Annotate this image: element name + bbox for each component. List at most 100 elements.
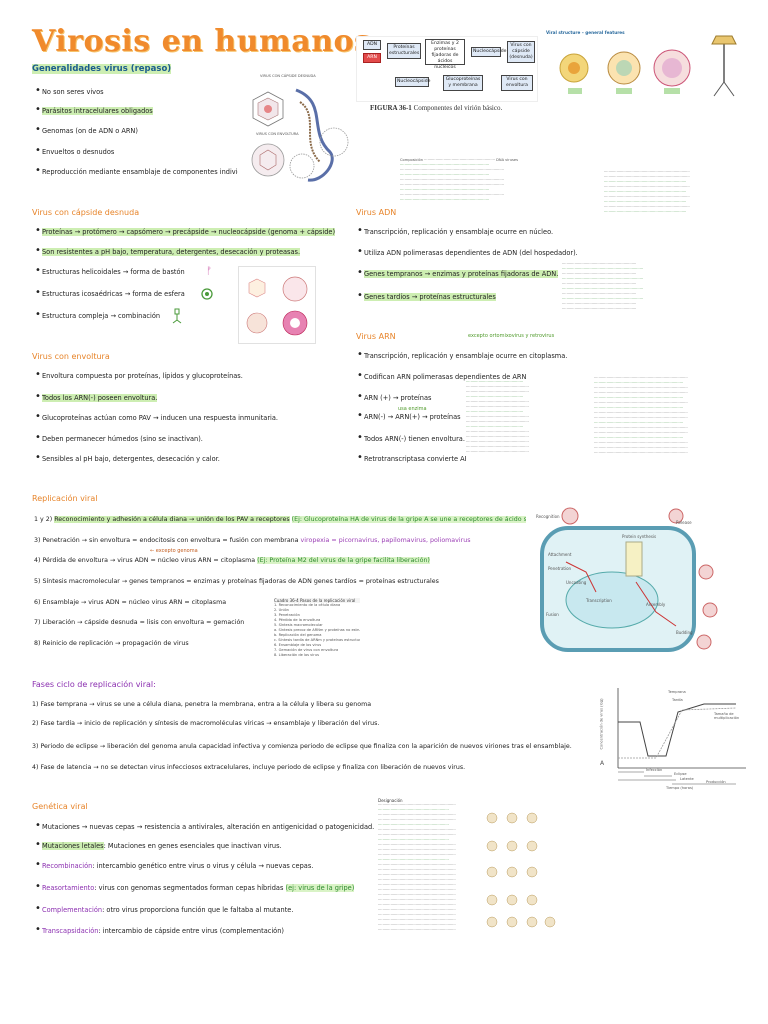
table-text: ········································… [466,430,529,434]
virion-components-diagram: ADN ARN Proteínas estructurales Enzimas … [356,36,538,102]
viral-structure-features-figure: Viral structure – general features [544,30,754,106]
box-item: 6. Ensamblaje de los virus [274,643,322,647]
table-text: Composición ····························… [400,158,519,162]
table-text: ········································… [378,873,456,877]
table-text: ········································… [400,193,504,197]
box-item: 2. Unión [274,608,289,612]
table-text: ········································… [466,425,524,429]
list-item: Sensibles al pH bajo, detergentes, desec… [35,453,220,464]
cycle-label: Release [676,520,692,525]
table-text: ········································… [378,823,449,827]
table-text: ········································… [562,292,637,296]
table-text: ········································… [378,908,456,912]
table-text: ········································… [594,441,688,445]
cycle-label: Budding [676,630,693,635]
cycle-label: Transcription [586,598,612,603]
figure-label: VIRUS CON ENVOLTURA [256,132,299,136]
box-item: c. Síntesis tardía de ARNm y proteínas e… [274,638,360,642]
list-item: Utiliza ADN polimerasas dependientes de … [357,247,578,258]
section-heading-genetica: Genética viral [32,802,88,811]
cycle-label: Assembly [646,602,666,607]
table-text: ········································… [594,386,688,390]
figure-label: Viral structure – general features [546,30,625,35]
table-text: ········································… [378,898,456,902]
table-text: ········································… [400,188,490,192]
complex-virus-icon [172,308,182,324]
genetics-illustrations [478,806,558,934]
box-virus-envuelto: Virus con envoltura [501,75,533,91]
arn-enzyme-note: usa enzima [398,406,427,412]
list-item: Recombinación: intercambio genético entr… [35,860,313,871]
growth-curve-chart: A Temprana Tardía Tamaño de multiplicaci… [596,682,752,792]
table-text: ········································… [378,818,456,822]
table-text: ········································… [378,913,456,917]
table-text: ········································… [378,888,456,892]
sphere-virus-icon [201,288,213,300]
table-text: ········································… [604,180,687,184]
chart-label: Temprana [668,690,686,694]
phase-item: 4) Fase de latencia → no se detectan vir… [32,764,466,771]
chart-label: Latente [680,777,694,781]
table-text: ········································… [378,903,456,907]
table-text: ········································… [378,918,456,922]
cycle-label: Protein synthesis [622,534,657,539]
section-heading-generalidades: Generalidades virus (repaso) [32,64,172,74]
box-item: 5. Síntesis macromolecular [274,623,323,627]
list-item: Retrotranscriptasa convierte ARN en ADN [357,453,501,464]
replication-cycle-diagram: Recognition Attachment Penetration Uncoa… [526,502,726,658]
list-item: Envoltura compuesta por proteínas, lípid… [35,370,243,381]
chart-label: Tamaño de multiplicación [714,712,740,720]
page-title: Virosis en humanos [32,24,372,59]
list-item: Envueltos o desnudos [35,146,114,157]
table-text: ········································… [466,420,529,424]
table-text: ········································… [562,307,637,311]
table-text: ········································… [378,838,449,842]
box-enzimas: Enzimas y 2 proteínas fijadoras de ácido… [425,39,465,70]
table-text: ········································… [594,376,688,380]
box-item: a. Síntesis precoz de ARNm y proteínas n… [274,628,360,632]
table-text: ········································… [466,435,529,439]
table-text: ········································… [604,210,687,214]
replication-step: 3) Penetración → sin envoltura = endocit… [34,537,471,544]
box-virus-capside: Virus con cápside (desnuda) [507,41,535,63]
table-text: ········································… [466,445,529,449]
table-text: ········································… [466,385,529,389]
list-item: Reasortamiento: virus con genomas segmen… [35,882,355,893]
table-text: ········································… [466,400,529,404]
rna-virus-table: ········································… [466,380,588,462]
chart-ylabel: Concentración de virus (log) [599,698,604,750]
table-text: ········································… [604,170,690,174]
list-item: Glucoproteínas actúan como PAV → inducen… [35,412,278,423]
table-text: ········································… [604,205,690,209]
list-item: Transcripción, replicación y ensamblaje … [357,226,553,237]
table-text: ········································… [378,923,456,927]
table-text: ········································… [466,390,529,394]
replication-step: 7) Liberación → cápside desnuda = lisis … [34,619,245,626]
table-text: ········································… [594,411,688,415]
list-item: Genomas (on de ADN o ARN) [35,125,138,136]
box-item: 4. Pérdida de la envoltura [274,618,321,622]
table-text: ········································… [378,893,456,897]
table-text: ········································… [562,262,637,266]
replication-step: 1 y 2) Reconocimiento y adhesión a célul… [34,516,546,523]
replication-step: 6) Ensamblaje → virus ADN = núcleo virus… [34,599,227,606]
table-text: ········································… [400,198,490,202]
phase-item: 1) Fase temprana → virus se une a célula… [32,701,372,708]
replication-steps-box: Cuadro 36-4 Pasos de la replicación vira… [274,598,360,676]
table-text: ········································… [466,380,524,384]
table-text: ········································… [378,828,456,832]
box-proteinas: Proteínas estructurales [387,43,421,59]
list-item: ARN (+) → proteínas [357,392,431,403]
table-text: ········································… [604,175,690,179]
list-item: Estructuras icosaédricas → forma de esfe… [35,288,185,299]
table-text: ········································… [594,381,684,385]
chart-label: Infección [646,768,663,772]
table-text: ········································… [604,195,690,199]
table-text: ········································… [562,277,644,281]
table-text: ········································… [604,185,690,189]
list-item: Transcapsidación: intercambio de cápside… [35,925,284,936]
table-text: ········································… [378,848,456,852]
table-text: ········································… [562,282,637,286]
table-title: Designación [378,798,403,803]
table-text: ········································… [594,406,684,410]
